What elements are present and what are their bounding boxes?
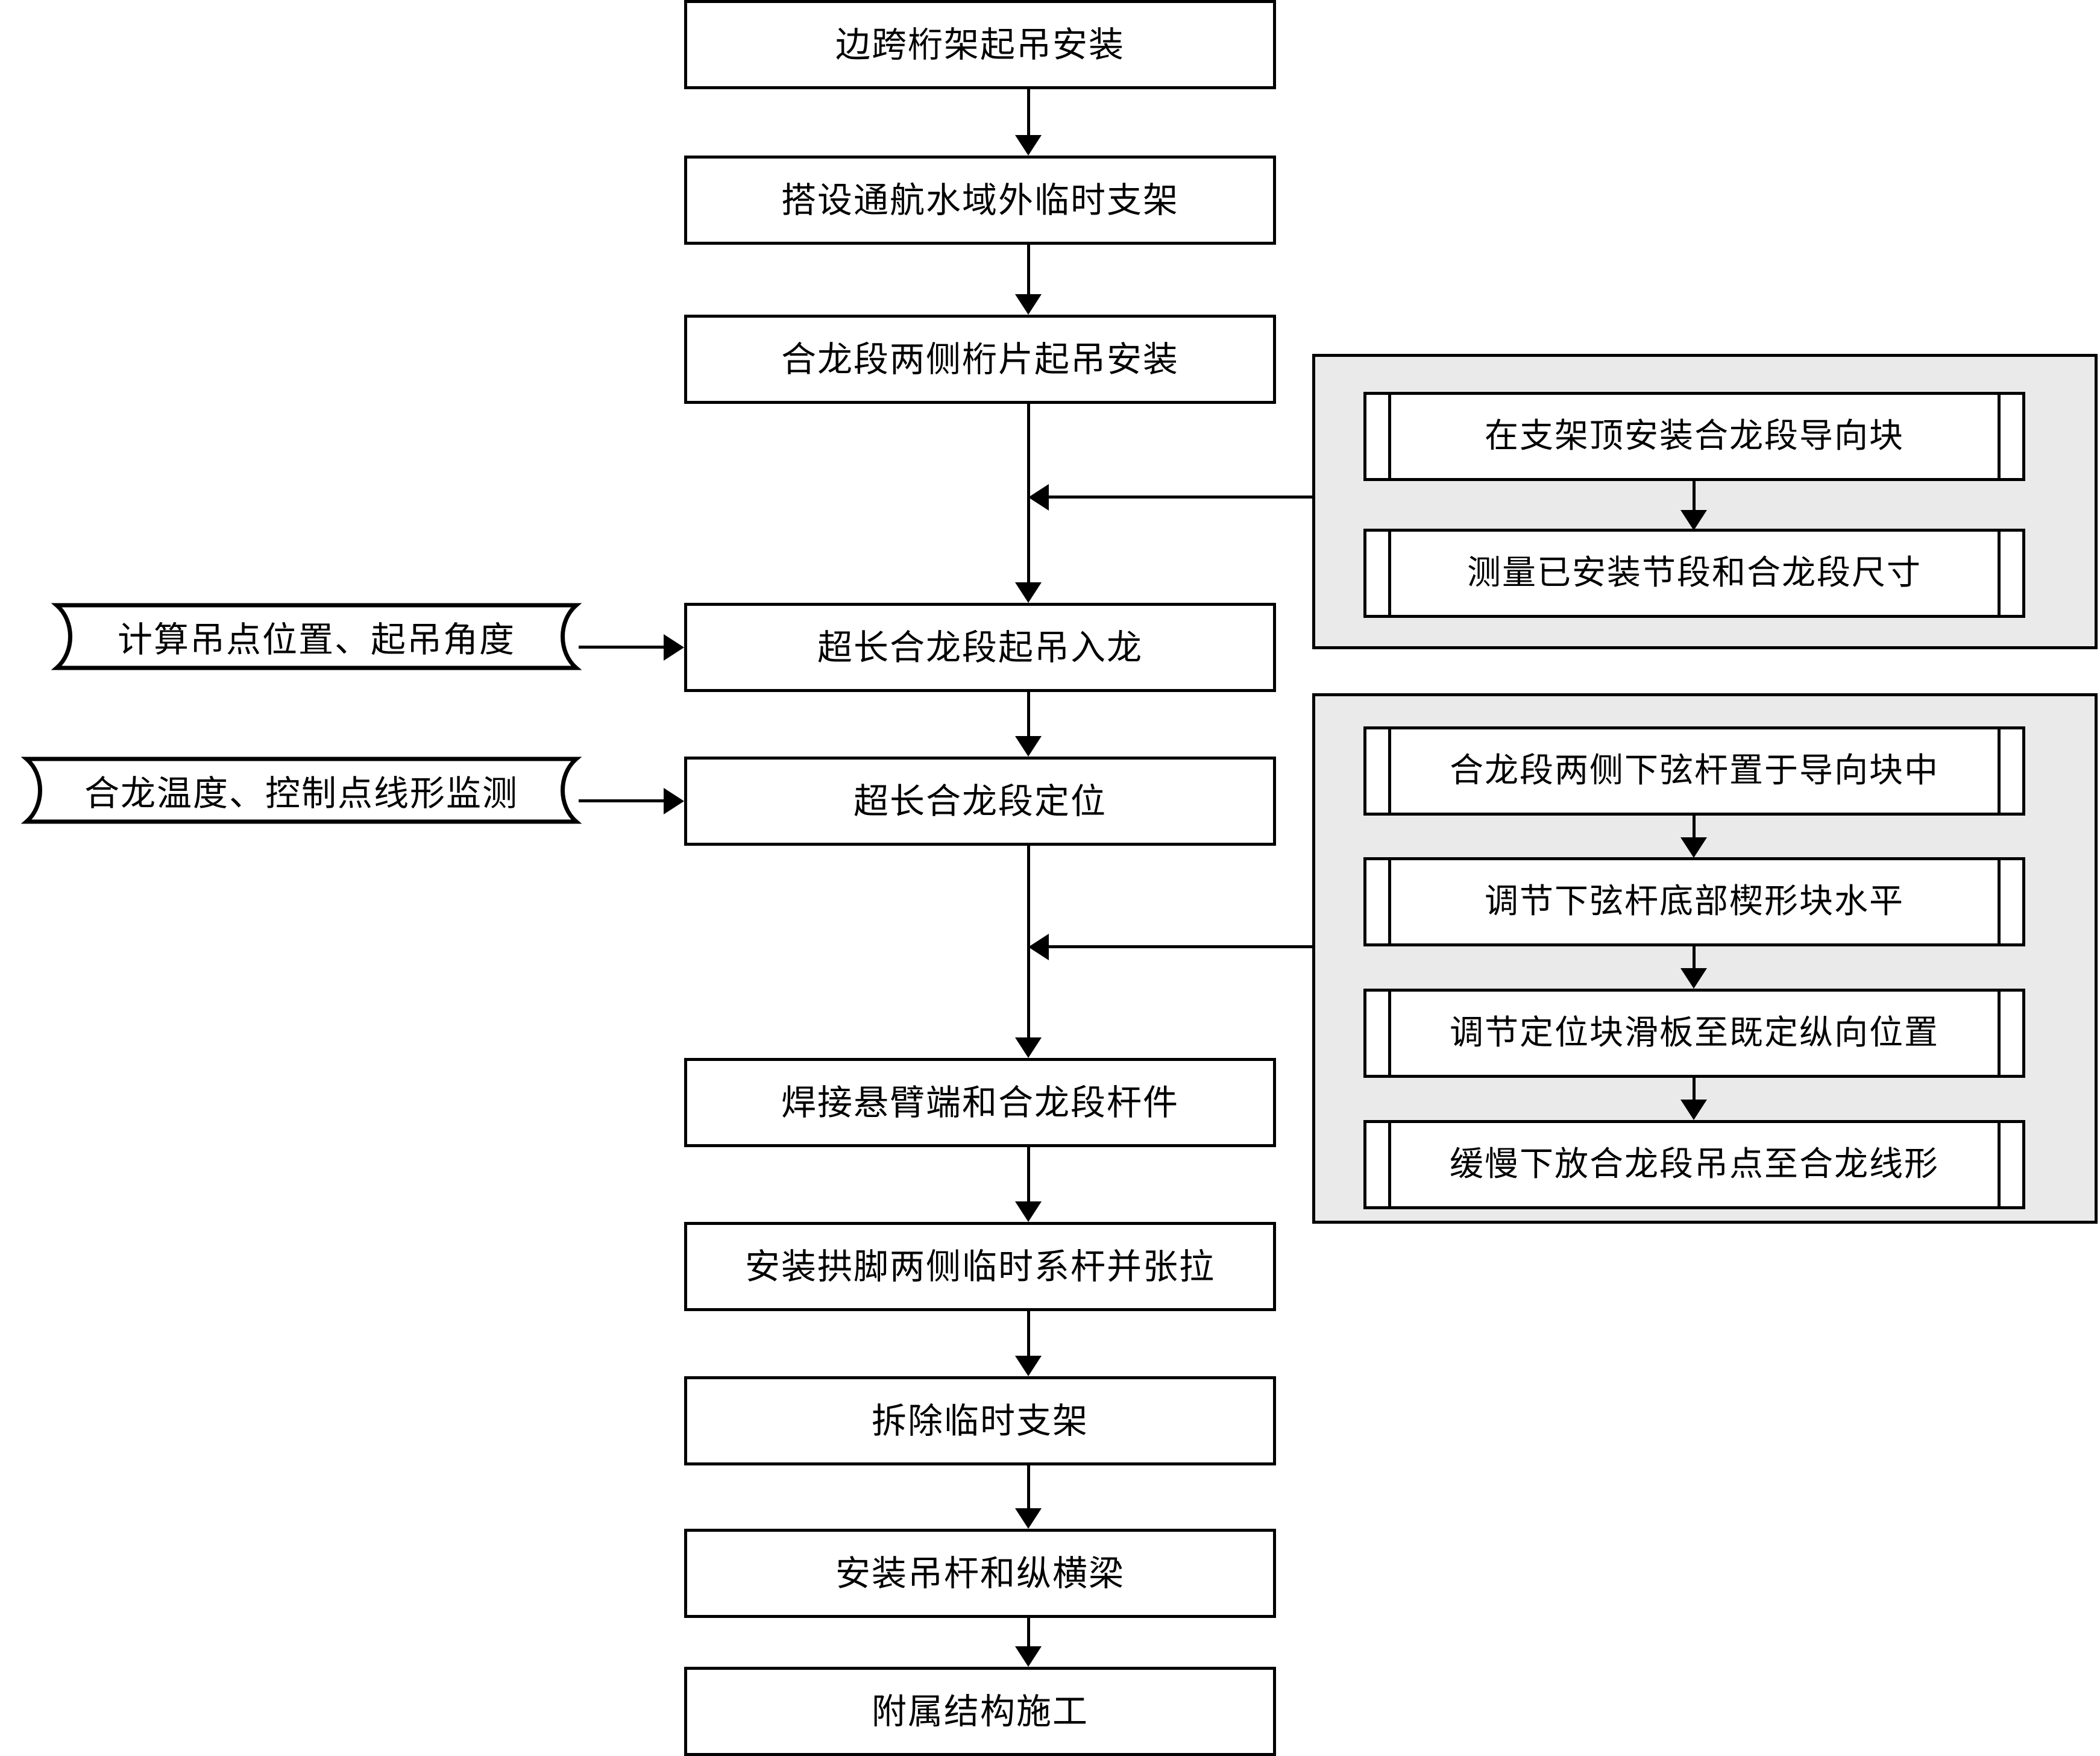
process-box-step-3[interactable]: 合龙段两侧桁片起吊安装 <box>684 315 1276 404</box>
connector-step2-step3 <box>1027 245 1030 298</box>
annotation-label: 计算吊点位置、起吊角度 <box>117 619 515 660</box>
process-box-step-9[interactable]: 安装吊杆和纵横梁 <box>684 1529 1276 1618</box>
annotation-tape-note-1[interactable]: 计算吊点位置、起吊角度 <box>36 603 597 670</box>
arrowhead-g2-item-2 <box>1680 837 1707 858</box>
arrowhead-note1 <box>664 634 684 661</box>
arrowhead-step2 <box>1015 135 1042 156</box>
process-box-step-5[interactable]: 超长合龙段定位 <box>684 757 1276 846</box>
connector-step7-step8 <box>1027 1311 1030 1356</box>
connector-step4-step5 <box>1027 692 1030 740</box>
predefined-box-g1-item-1[interactable]: 在支架顶安装合龙段导向块 <box>1363 392 2025 481</box>
process-box-label: 超长合龙段定位 <box>853 780 1107 822</box>
connector-g2-2-g2-3 <box>1693 946 1696 972</box>
arrowhead-g2-item-4 <box>1680 1100 1707 1120</box>
process-box-label: 附属结构施工 <box>871 1690 1089 1732</box>
connector-g1-1-g1-2 <box>1693 481 1696 514</box>
arrowhead-step9 <box>1015 1508 1042 1529</box>
annotation-tape-note-2[interactable]: 合龙温度、控制点线形监测 <box>6 757 597 824</box>
predefined-box-label: 在支架顶安装合龙段导向块 <box>1485 416 1904 456</box>
process-box-label: 边跨桁架起吊安装 <box>835 24 1125 65</box>
predefined-box-label: 合龙段两侧下弦杆置于导向块中 <box>1450 751 1939 790</box>
arrowhead-group2-merge <box>1028 934 1049 960</box>
process-box-step-2[interactable]: 搭设通航水域外临时支架 <box>684 156 1276 245</box>
predefined-box-g2-item-1[interactable]: 合龙段两侧下弦杆置于导向块中 <box>1363 726 2025 816</box>
annotation-label: 合龙温度、控制点线形监测 <box>84 773 518 814</box>
process-box-label: 合龙段两侧桁片起吊安装 <box>781 338 1179 380</box>
predefined-box-label: 缓慢下放合龙段吊点至合龙线形 <box>1450 1144 1939 1184</box>
arrowhead-g2-item-3 <box>1680 968 1707 989</box>
predefined-box-label: 调节定位块滑板至既定纵向位置 <box>1450 1013 1939 1053</box>
process-box-label: 搭设通航水域外临时支架 <box>781 179 1179 221</box>
arrowhead-note2 <box>664 788 684 814</box>
process-box-label: 拆除临时支架 <box>871 1400 1089 1441</box>
connector-step9-step10 <box>1027 1618 1030 1646</box>
process-box-step-6[interactable]: 焊接悬臂端和合龙段杆件 <box>684 1058 1276 1147</box>
process-box-step-1[interactable]: 边跨桁架起吊安装 <box>684 0 1276 89</box>
process-box-step-7[interactable]: 安装拱脚两侧临时系杆并张拉 <box>684 1222 1276 1311</box>
arrowhead-step4 <box>1015 582 1042 603</box>
arrowhead-step8 <box>1015 1356 1042 1376</box>
process-box-label: 安装吊杆和纵横梁 <box>835 1552 1125 1594</box>
process-box-label: 安装拱脚两侧临时系杆并张拉 <box>744 1245 1215 1287</box>
connector-note1-step4 <box>579 646 666 649</box>
predefined-box-g2-item-4[interactable]: 缓慢下放合龙段吊点至合龙线形 <box>1363 1120 2025 1209</box>
connector-step6-step7 <box>1027 1147 1030 1201</box>
process-box-step-10[interactable]: 附属结构施工 <box>684 1667 1276 1756</box>
arrowhead-step6 <box>1015 1037 1042 1058</box>
predefined-box-label: 调节下弦杆底部楔形块水平 <box>1485 881 1904 921</box>
predefined-box-g2-item-2[interactable]: 调节下弦杆底部楔形块水平 <box>1363 857 2025 946</box>
predefined-box-g2-item-3[interactable]: 调节定位块滑板至既定纵向位置 <box>1363 989 2025 1078</box>
connector-group2-mainflow <box>1049 945 1314 948</box>
arrowhead-step10 <box>1015 1646 1042 1667</box>
connector-note2-step5 <box>579 799 666 802</box>
arrowhead-step3 <box>1015 294 1042 315</box>
arrowhead-step7 <box>1015 1201 1042 1222</box>
arrowhead-group1-merge <box>1028 484 1049 511</box>
connector-step1-step2 <box>1027 89 1030 139</box>
process-box-label: 焊接悬臂端和合龙段杆件 <box>781 1081 1179 1123</box>
arrowhead-g1-item-2 <box>1680 510 1707 530</box>
predefined-box-g1-item-2[interactable]: 测量已安装节段和合龙段尺寸 <box>1363 529 2025 618</box>
process-box-step-8[interactable]: 拆除临时支架 <box>684 1376 1276 1465</box>
connector-g2-3-g2-4 <box>1693 1078 1696 1103</box>
process-box-step-4[interactable]: 超长合龙段起吊入龙 <box>684 603 1276 692</box>
arrowhead-step5 <box>1015 736 1042 757</box>
connector-group1-mainflow <box>1049 496 1314 499</box>
connector-g2-1-g2-2 <box>1693 816 1696 841</box>
process-box-label: 超长合龙段起吊入龙 <box>817 626 1143 668</box>
connector-step8-step9 <box>1027 1465 1030 1508</box>
predefined-box-label: 测量已安装节段和合龙段尺寸 <box>1467 553 1922 593</box>
